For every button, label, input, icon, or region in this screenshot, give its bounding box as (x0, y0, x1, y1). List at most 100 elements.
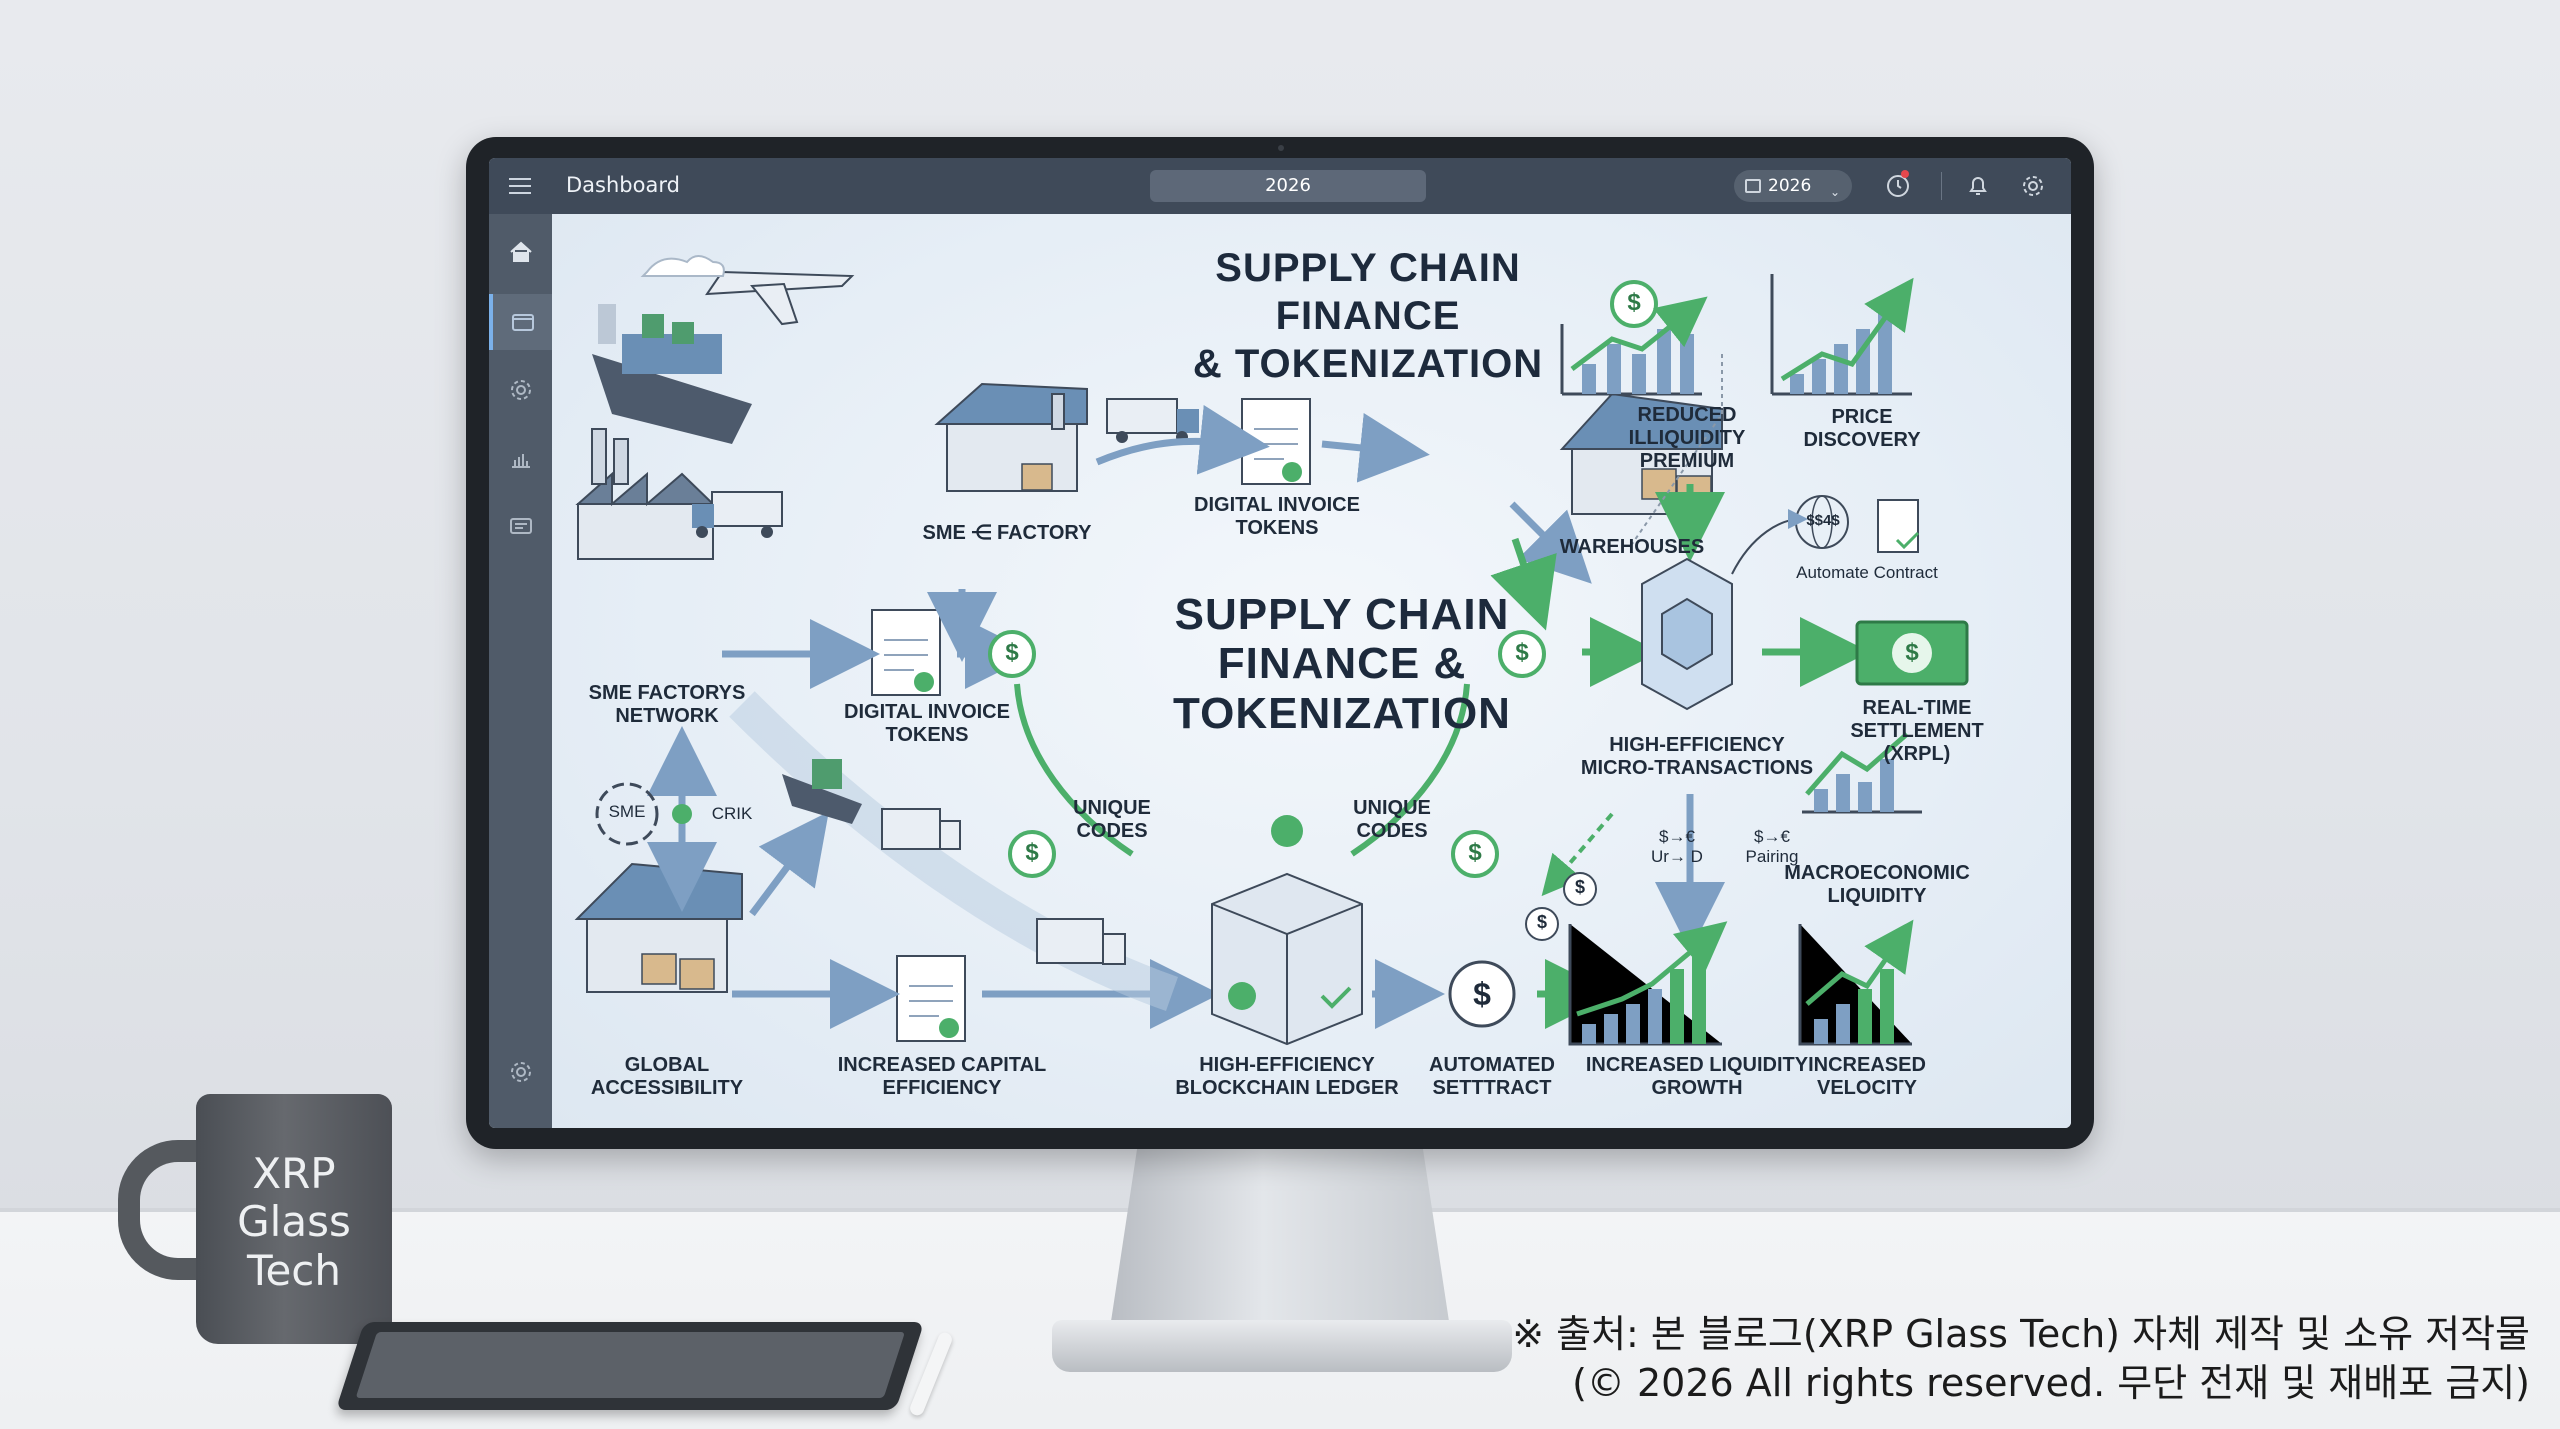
sidebar-item-settings[interactable] (489, 362, 552, 418)
label-automate-contract: Automate Contract (1796, 563, 1938, 582)
warehouse-icon (574, 862, 743, 993)
year-select[interactable]: 2026 ⌄ (1734, 170, 1852, 202)
sidebar-item-analytics[interactable] (489, 430, 552, 486)
dollar-coin-icon (1448, 960, 1516, 1028)
calendar-icon (1745, 179, 1761, 193)
year-select-value: 2026 (1768, 176, 1812, 196)
sme-factory-icon (934, 382, 1088, 492)
network-cluster-icon (1641, 557, 1733, 711)
flow-arrow (1509, 501, 1592, 584)
dollar-coin-icon (1525, 907, 1559, 941)
title-line-1: SUPPLY CHAIN FINANCE (1215, 246, 1521, 338)
invoice-document-icon (871, 609, 941, 696)
bar-chart-icon (1568, 921, 1728, 1046)
flow-arrow (1095, 404, 1270, 475)
topbar-divider (1941, 172, 1942, 200)
center-title-line-1: SUPPLY CHAIN (1174, 590, 1510, 639)
coin-chip-label: $$4$ (1806, 512, 1840, 529)
mug-handle (118, 1140, 218, 1280)
flow-arrow (1541, 812, 1614, 897)
truck-icon (692, 491, 783, 538)
dollar-coin-icon (1451, 830, 1499, 878)
label-fx-right: $→€Pairing (1745, 827, 1799, 866)
factory-icon (575, 428, 716, 560)
app-topbar: Dashboard 2026 2026 ⌄ (489, 158, 2071, 214)
sidebar-item-wallet[interactable] (489, 294, 552, 350)
clock-icon[interactable] (1884, 170, 1912, 200)
center-year-field[interactable]: 2026 (1150, 170, 1426, 202)
credit-line-1: ※ 출처: 본 블로그(XRP Glass Tech) 자체 제작 및 소유 저… (1512, 1312, 2530, 1356)
center-title-line-3: TOKENIZATION (1173, 688, 1511, 738)
loop-arc (1350, 683, 1470, 857)
coin-symbol: $ (1515, 639, 1529, 666)
airplane-icon (705, 270, 855, 326)
flow-band (729, 691, 1178, 1011)
flow-arrow (1490, 537, 1557, 631)
hamburger-menu-icon[interactable] (509, 178, 531, 194)
settings-gear-icon[interactable] (2019, 172, 2047, 200)
chevron-down-icon: ⌄ (1829, 185, 1840, 199)
gear-icon (510, 380, 531, 400)
infographic-illustration (574, 255, 1969, 1046)
coin-symbol: $ (1627, 289, 1641, 316)
title-line-2: & TOKENIZATION (1192, 342, 1544, 386)
credit-line-2: (© 2026 All rights reserved. 무단 전재 및 재배포… (1572, 1360, 2530, 1405)
dollar-coin-icon (1563, 872, 1597, 906)
bar-chart-icon (1560, 296, 1708, 396)
invoice-document-icon (896, 955, 966, 1042)
page-title: Dashboard (566, 173, 680, 197)
chart-icon (511, 454, 530, 468)
sidebar-item-messages[interactable] (489, 498, 552, 554)
sidebar-item-bottom-settings[interactable] (489, 1044, 552, 1100)
home-icon (509, 241, 532, 262)
center-title-line-2: FINANCE & (1217, 639, 1467, 689)
flow-arrow (1321, 412, 1430, 483)
truck-icon (1106, 398, 1199, 443)
webcam (1278, 145, 1284, 151)
monitor-stand (1110, 1148, 1450, 1328)
truck-icon (881, 808, 961, 850)
blockchain-ledger-icon (1211, 815, 1363, 1046)
label-sme-badge: SME (608, 802, 646, 821)
loop-arc (1014, 683, 1134, 857)
sidebar (489, 214, 552, 1128)
monitor-screen: Dashboard 2026 2026 ⌄ (489, 158, 2071, 1128)
connector-line (1631, 354, 1723, 545)
infographic-center-title: SUPPLY CHAIN FINANCE & TOKENIZATION (1092, 590, 1592, 738)
invoice-document-icon (1241, 398, 1311, 485)
infographic-canvas: SUPPLY CHAIN FINANCE & TOKENIZATION SUPP… (552, 214, 2071, 1128)
dollar-coin-icon (1008, 830, 1056, 878)
cycle-icon (595, 782, 659, 846)
coin-symbol: $ (1536, 912, 1547, 932)
dollar-coin-icon (988, 630, 1036, 678)
sidebar-item-home[interactable] (489, 224, 552, 280)
container-ship-icon (782, 759, 862, 824)
bell-icon[interactable] (1964, 172, 1992, 200)
tablet-device (335, 1322, 925, 1410)
gear-icon (510, 1062, 531, 1082)
bar-chart-icon (1798, 919, 1914, 1046)
cloud-icon (640, 255, 725, 277)
cargo-ship-icon (592, 304, 752, 444)
notification-dot (1901, 170, 1909, 178)
dollar-coin-icon (1498, 630, 1546, 678)
cash-settlement-icon (1855, 620, 1969, 686)
label-warehouses: WAREHOUSES (1559, 536, 1705, 558)
copyright-credit: ※ 출처: 본 블로그(XRP Glass Tech) 자체 제작 및 소유 저… (1512, 1310, 2530, 1407)
